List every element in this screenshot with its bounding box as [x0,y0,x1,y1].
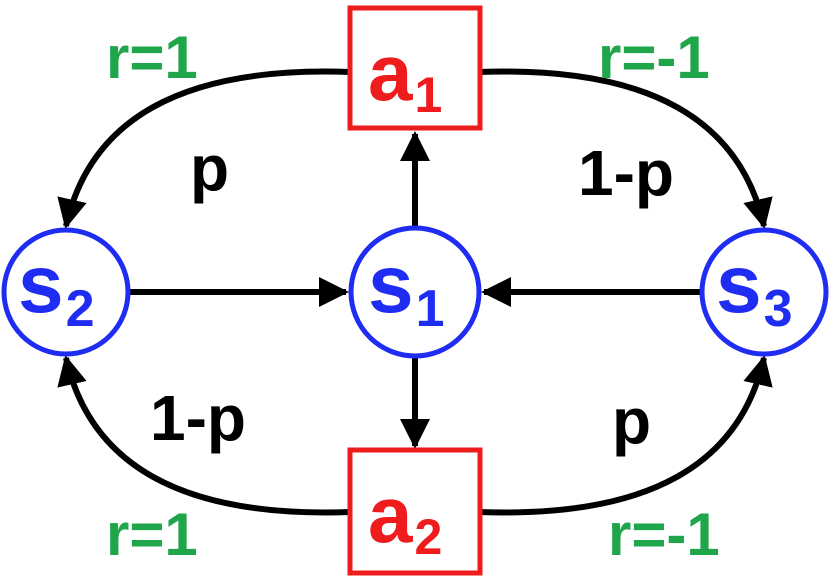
state-s2-subscript: 2 [66,280,95,338]
action-node-a2: a2 [347,447,483,576]
prob-a1-to-s3: 1-p [578,137,674,209]
svg-text:a1: a1 [368,28,442,123]
action-node-a1: a1 [347,5,483,131]
edge-a2-to-s3 [479,355,773,516]
prob-a2-to-s2: 1-p [150,382,246,454]
state-s2-label: s [18,239,64,330]
svg-text:s2: s2 [18,239,95,338]
state-s1-label: s [368,239,414,330]
action-a1-label: a [368,28,413,117]
action-a1-subscript: 1 [415,67,443,123]
action-a2-label: a [368,470,413,559]
prob-a1-to-s2: p [190,132,229,204]
reward-a2-s3: r=-1 [608,501,720,568]
state-s1-subscript: 1 [416,280,445,338]
svg-text:a2: a2 [368,470,442,565]
reward-a1-s2: r=1 [106,24,198,91]
state-s3-subscript: 3 [764,280,793,338]
state-s3-label: s [716,239,762,330]
action-a2-subscript: 2 [415,509,443,565]
edge-a1-to-s2 [57,68,351,229]
edge-a1-to-s3 [479,68,773,229]
edge-a2-to-s2 [57,355,351,516]
svg-text:s1: s1 [368,239,445,338]
svg-text:s3: s3 [716,239,793,338]
reward-a2-s2: r=1 [106,501,198,568]
state-node-s1: s1 [348,225,482,359]
prob-a2-to-s3: p [612,385,651,457]
reward-a1-s3: r=-1 [598,24,710,91]
state-node-s3: s3 [699,227,829,357]
state-node-s2: s2 [1,227,131,357]
